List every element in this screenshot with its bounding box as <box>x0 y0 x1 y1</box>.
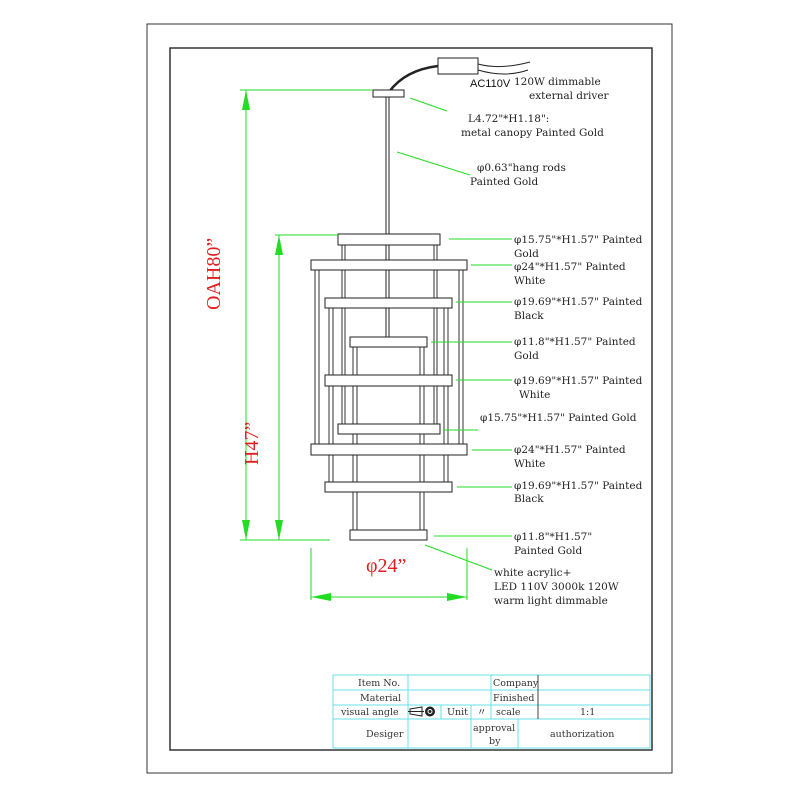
ring-3-label-2: Black <box>514 310 544 322</box>
scale-label: scale <box>496 707 521 718</box>
ring-9 <box>349 529 428 541</box>
finished-label: Finished <box>493 693 534 704</box>
ring-3 <box>324 297 453 309</box>
ring-7-label: φ24"*H1.57" Painted <box>514 444 626 456</box>
projection-symbol-icon <box>408 706 435 717</box>
ring-5-label-2: White <box>519 389 550 401</box>
ring-1-label-2: Gold <box>514 248 539 260</box>
ring-4-label: φ11.8"*H1.57" Painted <box>514 336 636 348</box>
ring-2 <box>310 259 468 271</box>
outer-frame <box>146 23 673 774</box>
material-label: Material <box>360 693 401 704</box>
driver-voltage: AC110V <box>470 78 511 90</box>
ring-9-label: φ11.8"*H1.57" <box>514 531 592 543</box>
canopy <box>372 89 405 98</box>
rings <box>310 233 468 541</box>
canopy-label-2: metal canopy Painted Gold <box>461 127 604 139</box>
ring-1-label: φ15.75"*H1.57" Painted <box>514 234 643 246</box>
inner-frame <box>169 47 653 751</box>
ring-8-label-2: Black <box>514 493 544 505</box>
approval-label: approval <box>473 723 515 734</box>
driver: AC110V 120W dimmable external driver <box>387 57 610 102</box>
ring-5-label: φ19.69"*H1.57" Painted <box>514 375 643 387</box>
ring-2-label-2: White <box>514 275 545 287</box>
ring-7 <box>310 443 468 456</box>
title-block: Item No. Company Material Finished visua… <box>332 674 651 749</box>
ring-4-label-2: Gold <box>514 350 539 362</box>
body-height-dim: H47” <box>241 422 263 465</box>
ring-6-label: φ15.75"*H1.57" Painted Gold <box>480 412 637 424</box>
approval-label-2: by <box>489 736 501 747</box>
light-label-3: warm light dimmable <box>494 595 608 607</box>
dimension-lines: OAH80” H47” φ24” <box>203 89 468 601</box>
ring-6 <box>337 423 441 435</box>
item-no-label: Item No. <box>358 678 400 689</box>
unit-value: 〃 <box>477 707 487 718</box>
frame-rods <box>314 245 464 530</box>
company-label: Company <box>493 678 539 689</box>
scale-value: 1:1 <box>580 707 595 718</box>
light-label: white acrylic+ <box>494 567 571 579</box>
rods-label: φ0.63"hang rods <box>477 162 566 174</box>
driver-label-2: external driver <box>529 90 610 102</box>
canopy-label: L4.72"*H1.18": <box>468 113 549 125</box>
light-label-2: LED 110V 3000k 120W <box>494 581 619 593</box>
visual-angle-label: visual angle <box>340 707 399 718</box>
diameter-dim: φ24” <box>366 555 406 577</box>
ring-3-label: φ19.69"*H1.57" Painted <box>514 296 643 308</box>
driver-label: 120W dimmable <box>514 76 601 88</box>
leader-lines <box>396 97 512 571</box>
ring-4 <box>349 336 428 348</box>
ring-7-label-2: White <box>514 458 545 470</box>
ring-9-label-2: Painted Gold <box>514 545 583 557</box>
annotations: L4.72"*H1.18": metal canopy Painted Gold… <box>461 113 643 607</box>
designer-label: Desiger <box>366 729 404 740</box>
rods-label-2: Painted Gold <box>470 176 539 188</box>
ring-8 <box>324 481 453 493</box>
unit-label: Unit <box>447 707 468 718</box>
authorization-label: authorization <box>550 729 614 740</box>
overall-height-dim: OAH80” <box>203 238 225 310</box>
ring-2-label: φ24"*H1.57" Painted <box>514 261 626 273</box>
ring-5 <box>324 374 453 387</box>
ring-8-label: φ19.69"*H1.57" Painted <box>514 480 643 492</box>
ring-1 <box>337 233 441 246</box>
